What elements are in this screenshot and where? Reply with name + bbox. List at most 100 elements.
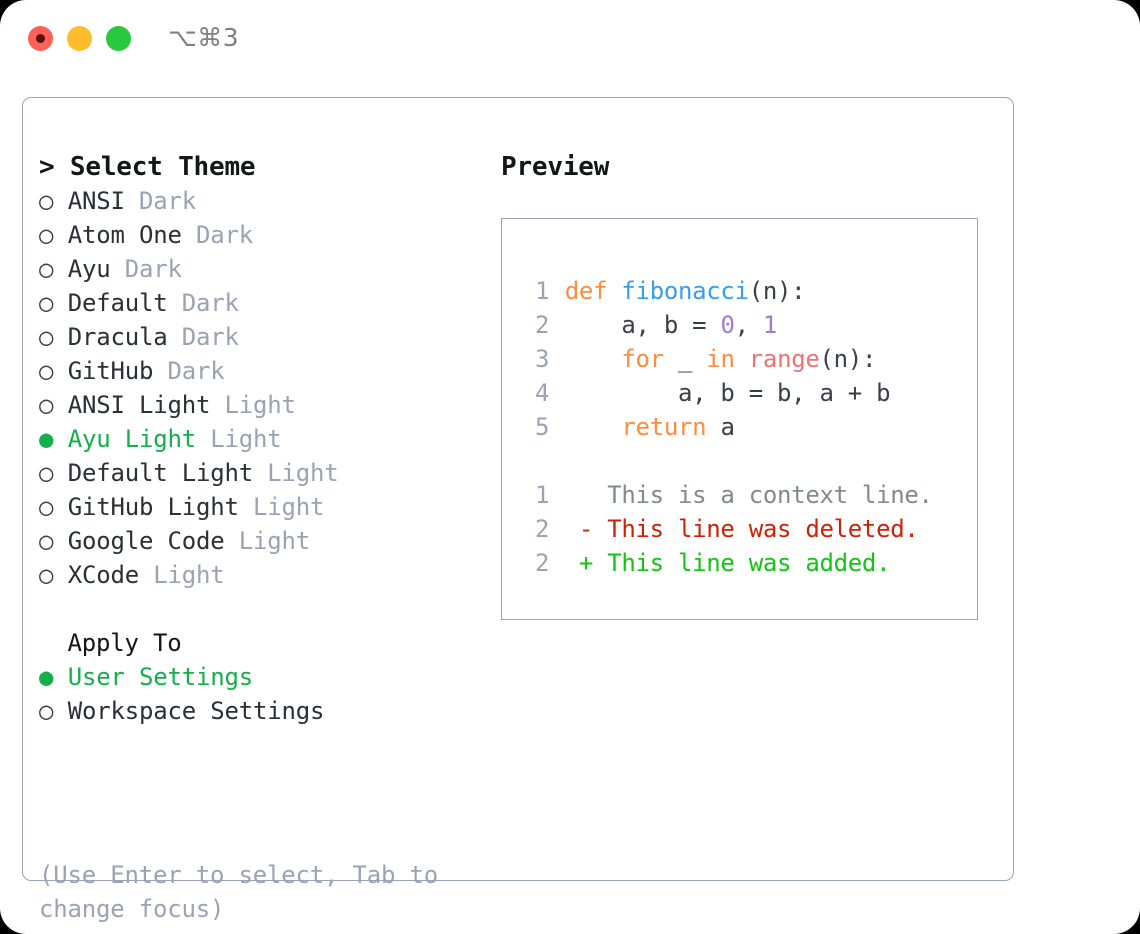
theme-item-2[interactable]: ○ Ayu Dark xyxy=(39,252,489,286)
radio-unselected-icon: ○ xyxy=(39,255,54,283)
code-token xyxy=(565,345,622,373)
window-controls xyxy=(28,26,131,51)
item-variant-tag: Light xyxy=(253,459,339,487)
radio-unselected-icon: ○ xyxy=(39,561,54,589)
keyboard-hint-text: (Use Enter to select, Tab to change focu… xyxy=(39,861,438,923)
radio-unselected-icon: ○ xyxy=(39,697,54,725)
theme-item-5[interactable]: ○ GitHub Dark xyxy=(39,354,489,388)
code-token: a xyxy=(706,413,735,441)
code-token: 0 xyxy=(720,311,735,339)
section-spacer xyxy=(39,592,489,626)
theme-item-11[interactable]: ○XCode Light xyxy=(39,558,489,592)
code-token: This is a context line. xyxy=(564,481,933,509)
code-token: fibonacci xyxy=(621,277,749,305)
item-label: GitHub Light xyxy=(67,493,239,521)
radio-unselected-icon: ○ xyxy=(39,391,54,419)
theme-item-0[interactable]: ○ ANSI Dark xyxy=(39,184,489,218)
line-number: 4 xyxy=(535,379,550,407)
item-label: Dracula xyxy=(67,323,168,351)
item-label: ANSI xyxy=(67,187,125,215)
item-label: Ayu Light xyxy=(67,425,197,453)
code-token: def xyxy=(564,277,608,305)
apply-to-list: ●User Settings ○ Workspace Settings xyxy=(39,660,489,728)
item-variant-tag: Dark xyxy=(167,289,239,317)
line-number: 5 xyxy=(535,413,550,441)
radio-unselected-icon: ○ xyxy=(39,357,54,385)
theme-item-10[interactable]: ○ Google Code Light xyxy=(39,524,489,558)
close-button[interactable] xyxy=(28,26,53,51)
code-line-3: 4 a, b = b, a + b xyxy=(518,376,933,410)
code-token xyxy=(735,345,749,373)
line-number: 2 xyxy=(535,515,550,543)
item-variant-tag: Dark xyxy=(124,187,197,215)
diff-line-0: 1 This is a context line. xyxy=(518,478,933,512)
item-label: Google Code xyxy=(67,527,225,555)
code-token: - This line was deleted. xyxy=(564,515,919,543)
code-token: _ xyxy=(663,345,707,373)
radio-unselected-icon: ○ xyxy=(39,221,54,249)
item-variant-tag: Light xyxy=(224,527,311,555)
item-label: ANSI Light xyxy=(67,391,211,419)
radio-unselected-icon: ○ xyxy=(39,459,54,487)
code-token: + This line was added. xyxy=(564,549,891,577)
line-number: 2 xyxy=(535,549,550,577)
item-variant-tag: Dark xyxy=(167,323,239,351)
theme-item-9[interactable]: ○ GitHub Light Light xyxy=(39,490,489,524)
line-number: 1 xyxy=(535,481,550,509)
code-line-4: 5 return a xyxy=(518,410,933,444)
item-label: Workspace Settings xyxy=(67,697,325,725)
item-label: GitHub xyxy=(67,357,154,385)
item-variant-tag: Dark xyxy=(181,221,254,249)
apply-to-header: Apply To xyxy=(39,629,182,657)
code-token: 1 xyxy=(762,311,778,339)
code-token: return xyxy=(621,413,707,441)
apply-to-item-1[interactable]: ○ Workspace Settings xyxy=(39,694,489,728)
theme-item-3[interactable]: ○Default Dark xyxy=(39,286,489,320)
keyboard-shortcut-label: ⌥⌘3 xyxy=(168,23,240,52)
radio-unselected-icon: ○ xyxy=(39,527,54,555)
radio-selected-icon: ● xyxy=(39,425,54,453)
item-variant-tag: Dark xyxy=(153,357,225,385)
theme-item-7[interactable]: ● Ayu Light Light xyxy=(39,422,489,456)
item-variant-tag: Dark xyxy=(110,255,182,283)
code-token: (n): xyxy=(748,277,806,305)
diff-line-1: 2 - This line was deleted. xyxy=(518,512,933,546)
theme-list: ○ANSI Dark○Atom One Dark○Ayu Dark○Defaul… xyxy=(39,184,489,592)
code-token: (n): xyxy=(819,345,877,373)
item-label: Atom One xyxy=(67,221,182,249)
code-line-0: 1 def fibonacci(n): xyxy=(518,274,933,308)
theme-item-1[interactable]: ○ Atom One Dark xyxy=(39,218,489,252)
code-token: for xyxy=(621,345,664,373)
code-line-1: 2 a, b = 0, 1 xyxy=(518,308,933,342)
code-line-2: 3 for _ in range(n): xyxy=(518,342,933,376)
code-token xyxy=(607,277,621,305)
item-variant-tag: Light xyxy=(196,425,282,453)
apply-to-item-0[interactable]: ●User Settings xyxy=(39,660,489,694)
line-number: 1 xyxy=(535,277,550,305)
item-label: User Settings xyxy=(67,663,254,691)
code-token: a, b = xyxy=(564,311,721,339)
item-label: XCode xyxy=(67,561,140,589)
item-label: Default xyxy=(67,289,168,317)
maximize-button[interactable] xyxy=(106,26,131,51)
diff-line-2: 2 + This line was added. xyxy=(518,546,933,580)
theme-item-4[interactable]: ○Dracula Dark xyxy=(39,320,489,354)
line-number: 3 xyxy=(535,345,550,373)
code-token xyxy=(565,413,622,441)
theme-item-8[interactable]: ○ Default Light Light xyxy=(39,456,489,490)
code-token: in xyxy=(706,345,735,373)
item-variant-tag: Light xyxy=(210,391,296,419)
radio-unselected-icon: ○ xyxy=(39,493,54,521)
theme-item-6[interactable]: ○ ANSI Light Light xyxy=(39,388,489,422)
item-label: Ayu xyxy=(67,255,111,283)
theme-selection-panel: > Select Theme ○ANSI Dark○Atom One Dark○… xyxy=(39,150,489,728)
code-token: range xyxy=(748,345,820,373)
radio-unselected-icon: ○ xyxy=(39,187,54,215)
item-label: Default Light xyxy=(67,459,254,487)
item-variant-tag: Light xyxy=(238,493,325,521)
minimize-button[interactable] xyxy=(67,26,92,51)
